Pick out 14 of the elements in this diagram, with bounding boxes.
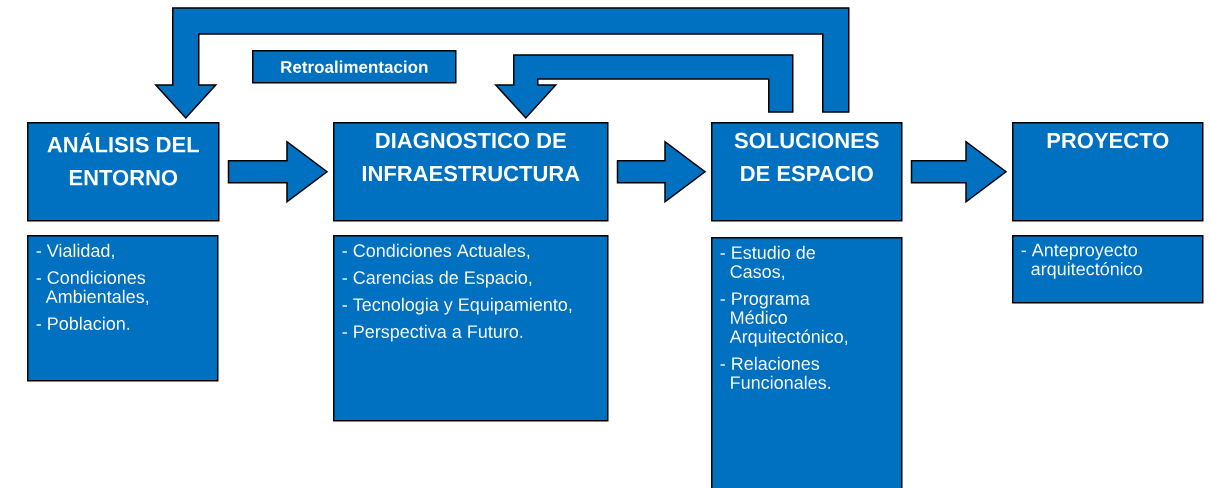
process-box: PROYECTO <box>1012 122 1204 222</box>
process-box: DIAGNOSTICO DE INFRAESTRUCTURA <box>333 122 609 222</box>
detail-box: - Estudio de Casos, - Programa Médico Arquitectónico, - Relaciones Funcionales. <box>711 237 903 488</box>
label-box: Retroalimentacion <box>252 50 457 84</box>
block-arrow <box>154 7 850 120</box>
block-arrow <box>616 140 707 204</box>
block-arrow <box>910 140 1008 204</box>
process-box: ANÁLISIS DEL ENTORNO <box>27 122 220 222</box>
detail-box: - Vialidad, - Condiciones Ambientales, - Poblacion. <box>27 235 219 382</box>
block-arrow <box>494 54 794 120</box>
process-box: SOLUCIONES DE ESPACIO <box>711 122 903 222</box>
detail-box: - Anteproyecto arquitectónico <box>1012 235 1204 304</box>
block-arrow <box>227 140 329 204</box>
detail-box: - Condiciones Actuales, - Carencias de Espacio, - Tecnologia y Equipamiento, - Perspectiva a Futuro. <box>333 235 609 422</box>
